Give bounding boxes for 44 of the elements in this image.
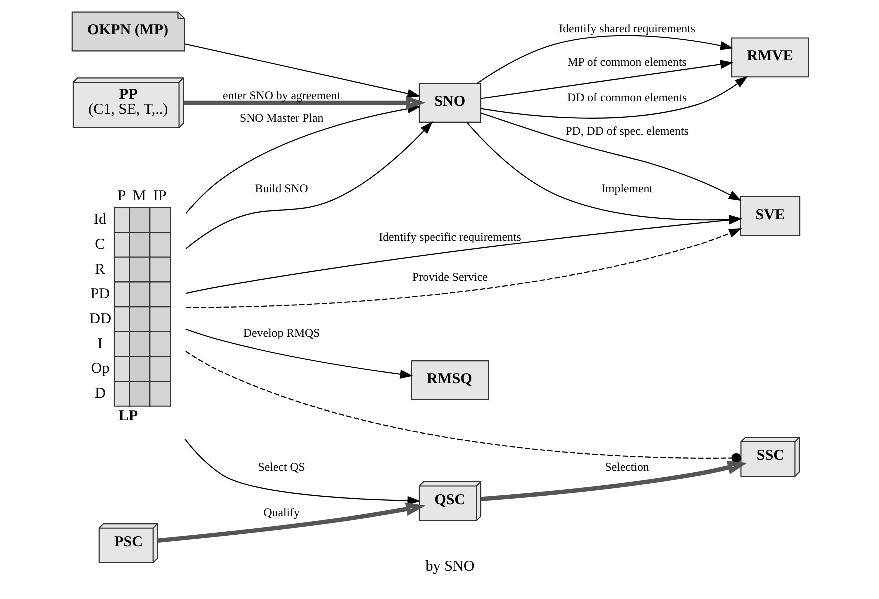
edge-label: Develop RMQS [242,326,320,340]
arrow [184,44,420,98]
node-box: SNO [418,83,482,123]
node-box: RMVE [731,38,809,78]
arrow [476,35,734,84]
edge-label: SNO Master Plan [240,111,324,126]
label: by SNO [425,559,474,576]
arrow [480,76,748,119]
node-label: I [97,336,102,352]
edge-label: MP of common elements [567,55,686,70]
node-box: RMSQ [410,360,489,400]
node-label: C [94,236,105,253]
arrow [184,438,420,506]
edge-label: Build SNO [254,181,308,196]
arrow [183,96,426,110]
node-label: M [132,188,146,204]
node-label: PD [90,286,110,303]
node-label: D [94,386,106,402]
node-label: P [117,188,126,204]
edge-label: Provide Service [412,270,488,284]
edge-label: Qualify [263,505,300,520]
edge-label: Identify specific requirements [378,230,521,244]
node-label: IP [152,188,166,204]
arrow [480,461,747,502]
node-label: LP [118,408,138,425]
node-box: SVE [740,196,800,236]
node-label: DD [89,311,111,328]
edge-label: enter SNO by agreement [222,88,340,103]
arrow [157,502,426,544]
node-label: R [94,262,105,278]
node-label: Id [93,212,106,228]
edge-label: Identify shared requirements [558,22,695,36]
arrow [186,228,742,308]
node-label: Op [90,361,110,378]
edge-label: Implement [601,181,653,196]
edge-label: PD, DD of spec. elements [565,124,688,138]
edge-label: Select QS [258,460,305,474]
arrow [185,122,433,250]
edge-label: DD of common elements [567,90,687,105]
arrow [480,112,742,202]
edge-label: Selection [604,460,649,474]
arrow [480,60,734,100]
arrow [185,328,413,379]
connector [185,351,741,464]
